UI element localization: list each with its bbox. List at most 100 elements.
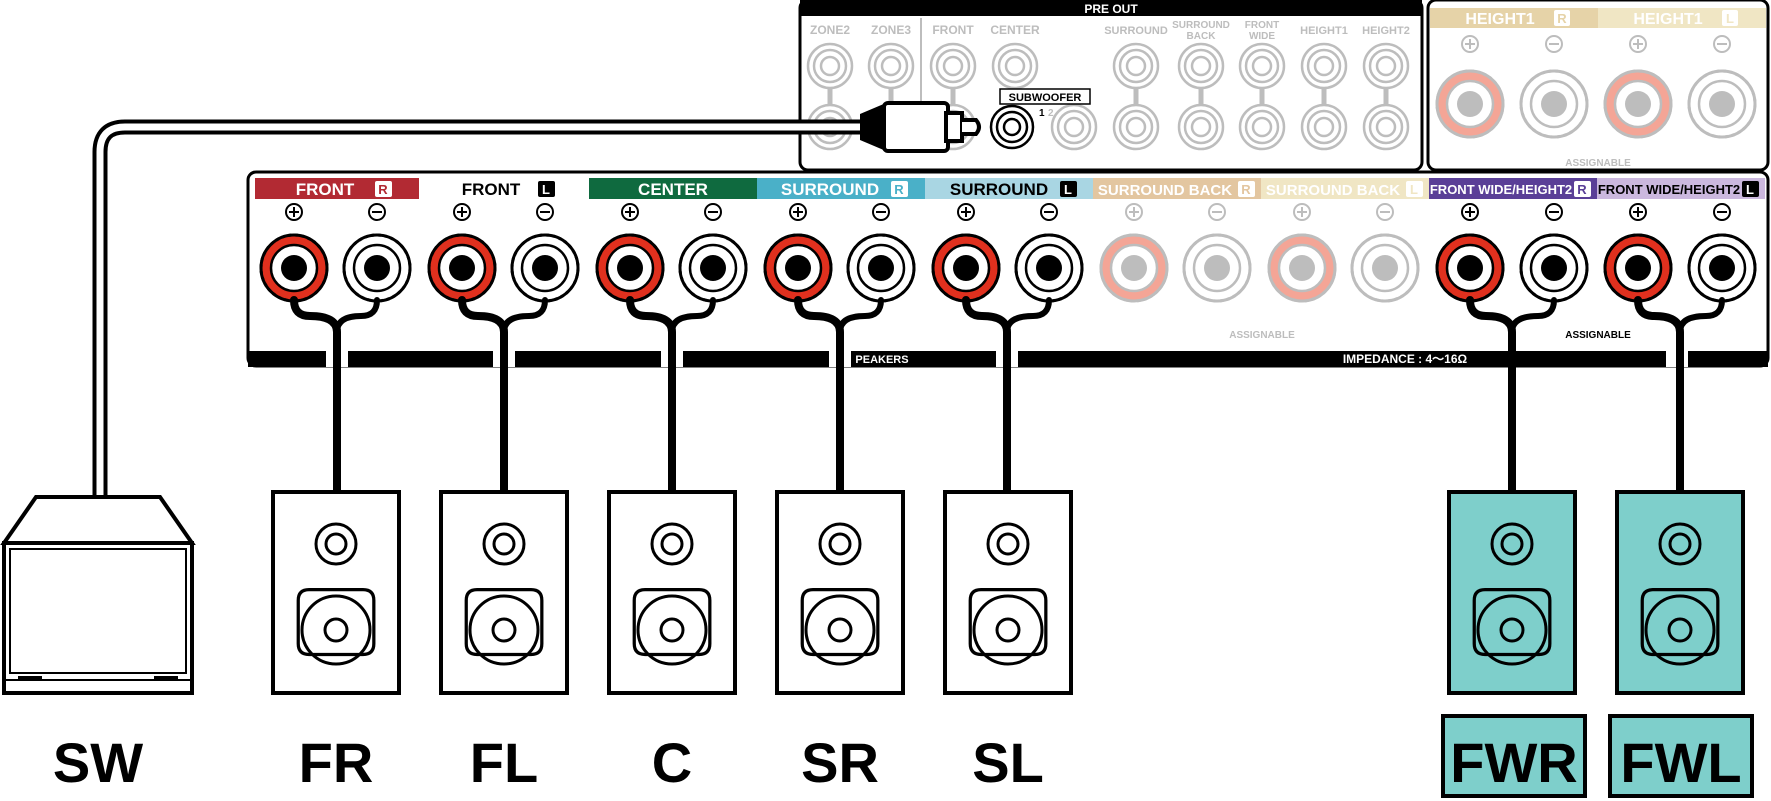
rca-jack[interactable] xyxy=(1112,103,1160,151)
surround-back-l-plus-terminal[interactable] xyxy=(1267,233,1337,303)
front-wide-r-minus-terminal[interactable] xyxy=(1519,233,1589,303)
height-assignable-label: ASSIGNABLE xyxy=(1565,158,1631,169)
subwoofer-1-label: 1 xyxy=(1039,108,1045,119)
rca-jack[interactable] xyxy=(1238,103,1286,151)
terminal-label-front-l: FRONT xyxy=(462,180,521,199)
impedance-label: IMPEDANCE : 4～16Ω xyxy=(1343,352,1468,366)
terminal-badge-front-l: L xyxy=(542,182,550,197)
surround-back-r-plus-terminal[interactable] xyxy=(1099,233,1169,303)
surround-l-plus-terminal[interactable] xyxy=(931,233,1001,303)
terminal-label-front-r: FRONT xyxy=(296,180,355,199)
pre-out-surround-back-label-1: SURROUND xyxy=(1172,20,1230,31)
terminal-badge-front-wide-r: R xyxy=(1577,182,1587,197)
speaker-label-c: C xyxy=(652,731,692,794)
pre-out-height2-label: HEIGHT2 xyxy=(1362,25,1410,37)
terminal-label-front-wide-r: FRONT WIDE/HEIGHT2 xyxy=(1430,182,1572,197)
speaker-labels: SW FR FL C SR SL FWR FWL xyxy=(53,714,1754,798)
pre-out-height1-label: HEIGHT1 xyxy=(1300,25,1348,37)
front-wide-assignable-label: ASSIGNABLE xyxy=(1565,330,1631,341)
front-r-plus-terminal[interactable] xyxy=(259,233,329,303)
height1-r-label: HEIGHT1 xyxy=(1465,11,1534,28)
rca-jack[interactable] xyxy=(1362,42,1410,90)
terminal-label-surround-back-l: SURROUND BACK xyxy=(1266,182,1400,199)
speaker-label-sl: SL xyxy=(972,731,1044,794)
subwoofer-label: SUBWOOFER xyxy=(1009,92,1082,104)
speaker-label-fl: FL xyxy=(470,731,538,794)
speaker-fl xyxy=(439,490,569,695)
terminal-badge-surround-back-l: L xyxy=(1410,182,1418,197)
front-l-minus-terminal[interactable] xyxy=(510,233,580,303)
terminal-badge-surround-r: R xyxy=(894,182,904,197)
height1-l-minus-terminal[interactable] xyxy=(1687,69,1757,139)
speaker-label-fwr: FWR xyxy=(1450,731,1578,794)
subwoofer-icon xyxy=(0,495,196,695)
rca-jack[interactable] xyxy=(1238,42,1286,90)
terminal-badge-surround-l: L xyxy=(1064,182,1072,197)
height1-r-minus-terminal[interactable] xyxy=(1519,69,1589,139)
pre-out-front-wide-label-1: FRONT xyxy=(1245,20,1279,31)
speaker-fwl xyxy=(1615,490,1745,695)
pre-out-front-label: FRONT xyxy=(932,23,974,37)
speaker-sl xyxy=(943,490,1073,695)
front-wide-r-plus-terminal[interactable] xyxy=(1435,233,1505,303)
rca-jack[interactable] xyxy=(1050,103,1098,151)
terminal-label-center: CENTER xyxy=(638,180,708,199)
rca-jack[interactable] xyxy=(1177,42,1225,90)
subwoofer-jack-1[interactable] xyxy=(989,88,1091,150)
rca-jack[interactable] xyxy=(867,42,915,90)
speakers-label: PEAKERS xyxy=(855,354,908,366)
rca-jack[interactable] xyxy=(1362,103,1410,151)
speaker-label-sr: SR xyxy=(801,731,879,794)
speaker-terminal-panel: PEAKERS IMPEDANCE : 4～16Ω ASSIGNABLE ASS… xyxy=(246,170,1770,368)
pre-out-zone2-label: ZONE2 xyxy=(810,23,850,37)
terminal-label-front-wide-l: FRONT WIDE/HEIGHT2 xyxy=(1598,182,1740,197)
front-wide-l-minus-terminal[interactable] xyxy=(1687,233,1757,303)
subwoofer-cable xyxy=(92,101,981,508)
rca-jack[interactable] xyxy=(1300,103,1348,151)
terminal-badge-front-wide-l: L xyxy=(1746,182,1754,197)
terminal-badge-front-r: R xyxy=(378,182,388,197)
height-panel: HEIGHT1 R HEIGHT1 L ASSIGNABLE xyxy=(1426,0,1770,172)
rca-jack[interactable] xyxy=(1300,42,1348,90)
surround-back-assignable-label: ASSIGNABLE xyxy=(1229,330,1295,341)
speaker-c xyxy=(607,490,737,695)
speaker-sr xyxy=(775,490,905,695)
height1-l-plus-terminal[interactable] xyxy=(1603,69,1673,139)
terminal-label-surround-back-r: SURROUND BACK xyxy=(1098,182,1232,199)
surround-l-minus-terminal[interactable] xyxy=(1014,233,1084,303)
speaker-label-fr: FR xyxy=(299,731,374,794)
pre-out-zone3-label: ZONE3 xyxy=(871,23,911,37)
speaker-cables xyxy=(290,296,1725,494)
rca-jack[interactable] xyxy=(1112,42,1160,90)
pre-out-title: PRE OUT xyxy=(1084,2,1138,16)
pre-out-surround-label: SURROUND xyxy=(1104,25,1168,37)
rca-jack[interactable] xyxy=(991,42,1039,90)
height1-r-plus-terminal[interactable] xyxy=(1435,69,1505,139)
surround-r-plus-terminal[interactable] xyxy=(763,233,833,303)
terminal-label-surround-r: SURROUND xyxy=(781,180,879,199)
height1-l-label: HEIGHT1 xyxy=(1633,11,1702,28)
surround-back-l-minus-terminal[interactable] xyxy=(1350,233,1420,303)
rca-jack[interactable] xyxy=(929,42,977,90)
height1-r-badge: R xyxy=(1557,11,1567,26)
surround-back-r-minus-terminal[interactable] xyxy=(1182,233,1252,303)
speaker-fwr xyxy=(1447,490,1577,695)
speaker-label-fwl: FWL xyxy=(1620,731,1741,794)
front-l-plus-terminal[interactable] xyxy=(427,233,497,303)
terminal-label-surround-l: SURROUND xyxy=(950,180,1048,199)
center-minus-terminal[interactable] xyxy=(678,233,748,303)
terminal-badge-surround-back-r: R xyxy=(1241,182,1251,197)
center-plus-terminal[interactable] xyxy=(595,233,665,303)
front-wide-l-plus-terminal[interactable] xyxy=(1603,233,1673,303)
speaker-fr xyxy=(271,490,401,695)
surround-r-minus-terminal[interactable] xyxy=(846,233,916,303)
pre-out-center-label: CENTER xyxy=(990,23,1040,37)
rca-plug-icon xyxy=(860,101,981,153)
speaker-label-sw: SW xyxy=(53,731,143,794)
front-r-minus-terminal[interactable] xyxy=(342,233,412,303)
pre-out-front-wide-label-2: WIDE xyxy=(1249,31,1275,42)
rca-jack[interactable] xyxy=(1177,103,1225,151)
subwoofer-2-label: 2 xyxy=(1048,108,1054,119)
rca-jack[interactable] xyxy=(806,42,854,90)
